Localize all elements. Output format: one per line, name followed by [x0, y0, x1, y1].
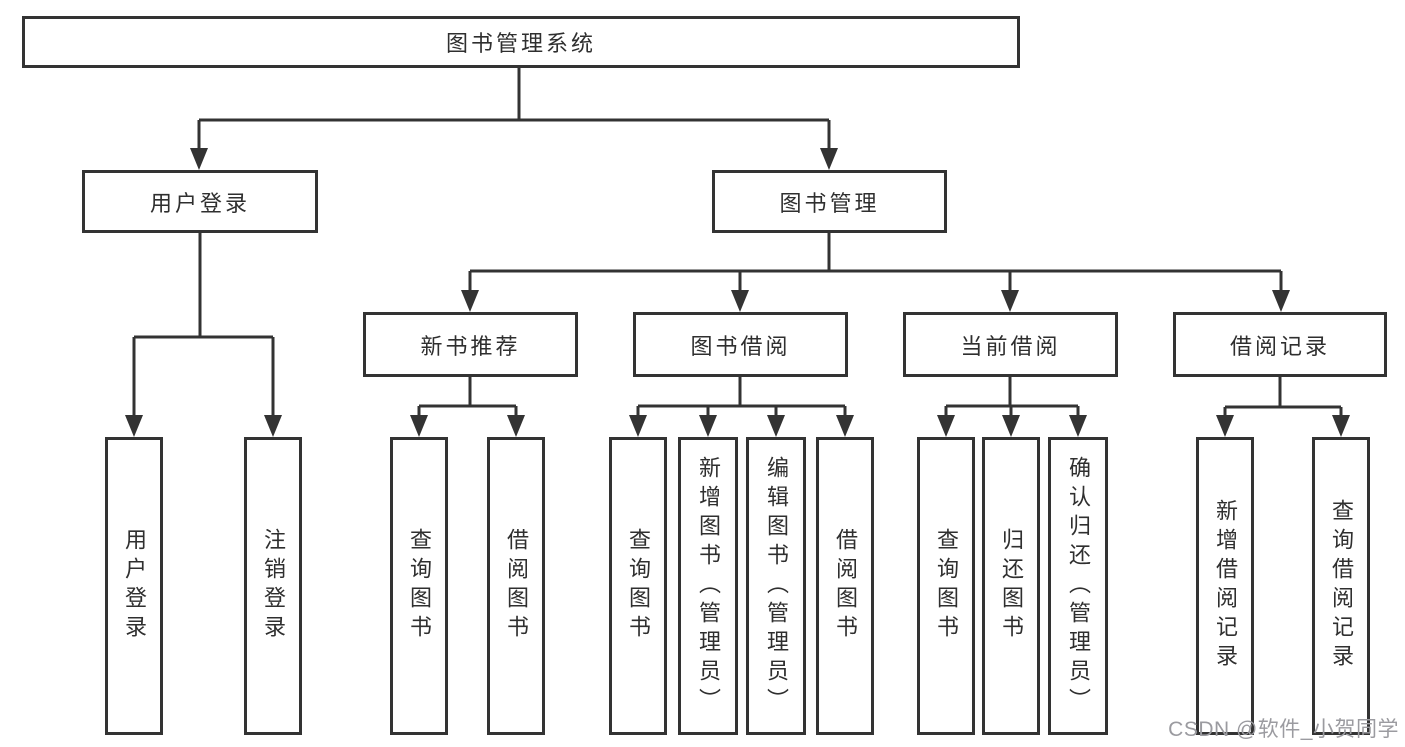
node-book-management: 图书管理 — [712, 170, 947, 233]
node-label: 新增借阅记录 — [1213, 499, 1238, 673]
node-label: 新书推荐 — [420, 333, 521, 359]
leaf-query-borrow-record: 查询借阅记录 — [1312, 437, 1370, 735]
leaf-borrow-query-book: 查询图书 — [609, 437, 667, 735]
node-label: 图书借阅 — [690, 333, 791, 359]
node-label: 查询图书 — [407, 528, 432, 644]
node-label: 图书管理 — [779, 190, 880, 216]
leaf-return-book: 归还图书 — [982, 437, 1040, 735]
node-root: 图书管理系统 — [22, 16, 1020, 68]
node-book-borrow: 图书借阅 — [633, 312, 848, 377]
arrowheads — [125, 148, 1350, 437]
node-label: 用户登录 — [122, 528, 147, 644]
leaf-recommend-query-book: 查询图书 — [390, 437, 448, 735]
tree-wires — [132, 68, 1343, 419]
leaf-user-login: 用户登录 — [105, 437, 163, 735]
leaf-edit-book-admin: 编辑图书（管理员） — [746, 437, 806, 735]
node-label: 借阅记录 — [1229, 333, 1330, 359]
node-label: 用户登录 — [149, 190, 250, 216]
node-current-borrow: 当前借阅 — [903, 312, 1118, 377]
node-user-login: 用户登录 — [82, 170, 318, 233]
node-label: 借阅图书 — [504, 528, 529, 644]
leaf-confirm-return-admin: 确认归还（管理员） — [1048, 437, 1108, 735]
node-label: 借阅图书 — [833, 528, 858, 644]
node-label: 归还图书 — [999, 528, 1024, 644]
leaf-recommend-borrow-book: 借阅图书 — [487, 437, 545, 735]
node-borrow-record: 借阅记录 — [1173, 312, 1387, 377]
leaf-add-book-admin: 新增图书（管理员） — [678, 437, 738, 735]
leaf-add-borrow-record: 新增借阅记录 — [1196, 437, 1254, 735]
node-label: 查询图书 — [934, 528, 959, 644]
node-label: 新增图书（管理员） — [696, 455, 721, 717]
watermark: CSDN @软件_小贺同学 — [1168, 718, 1399, 741]
node-label: 编辑图书（管理员） — [764, 455, 789, 717]
leaf-current-query-book: 查询图书 — [917, 437, 975, 735]
node-label: 图书管理系统 — [445, 31, 596, 56]
leaf-logout-login: 注销登录 — [244, 437, 302, 735]
node-label: 查询借阅记录 — [1329, 499, 1354, 673]
node-label: 查询图书 — [626, 528, 651, 644]
node-label: 当前借阅 — [960, 333, 1061, 359]
leaf-borrow-book: 借阅图书 — [816, 437, 874, 735]
node-label: 注销登录 — [261, 528, 286, 644]
node-new-book-recommend: 新书推荐 — [363, 312, 578, 377]
node-label: 确认归还（管理员） — [1066, 455, 1091, 717]
